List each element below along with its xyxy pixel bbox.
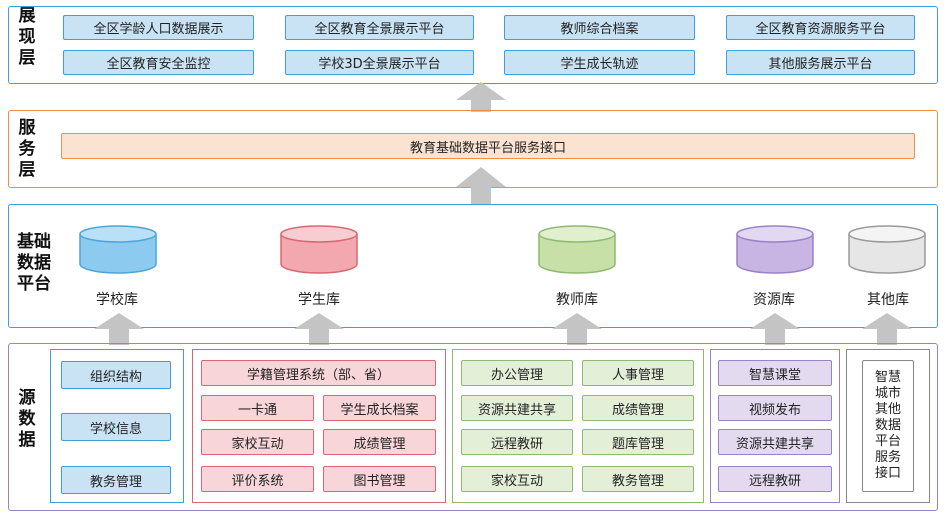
presentation-item[interactable]: 学生成长轨迹 — [504, 50, 695, 75]
student-database-icon — [280, 225, 358, 274]
up-arrow-icon — [456, 167, 506, 205]
presentation-item[interactable]: 全区教育资源服务平台 — [726, 15, 915, 40]
teacher-source-item[interactable]: 远程教研 — [461, 429, 573, 455]
teacher-database-icon — [538, 225, 616, 274]
teacher-source-item[interactable]: 办公管理 — [461, 360, 573, 386]
up-arrow-icon — [294, 313, 344, 345]
resource-database-icon — [736, 225, 814, 274]
student-source-item[interactable]: 评价系统 — [201, 466, 314, 492]
teacher-database-label: 教师库 — [556, 292, 598, 308]
presentation-item[interactable]: 全区教育安全监控 — [63, 50, 254, 75]
data-platform-layer — [8, 204, 938, 328]
presentation-item[interactable]: 其他服务展示平台 — [726, 50, 915, 75]
other-database-label: 其他库 — [867, 292, 909, 308]
teacher-source-item[interactable]: 成绩管理 — [582, 395, 694, 421]
school-source-group — [50, 349, 184, 503]
service-layer-label: 服务层 — [18, 118, 36, 180]
data-platform-label: 基础数据平台 — [17, 232, 51, 294]
student-source-item[interactable]: 学生成长档案 — [323, 395, 436, 421]
presentation-item[interactable]: 学校3D全景展示平台 — [285, 50, 474, 75]
teacher-source-item[interactable]: 题库管理 — [582, 429, 694, 455]
student-source-item[interactable]: 成绩管理 — [323, 429, 436, 455]
student-database-label: 学生库 — [298, 292, 340, 308]
school-database-icon — [79, 225, 157, 274]
presentation-layer — [8, 6, 938, 84]
presentation-layer-label: 展现层 — [18, 6, 36, 68]
up-arrow-icon — [750, 313, 800, 345]
teacher-source-item[interactable]: 教务管理 — [582, 466, 694, 492]
student-source-group — [192, 349, 446, 503]
up-arrow-icon — [552, 313, 602, 345]
up-arrow-icon — [862, 313, 912, 345]
source-data-label: 源数据 — [18, 388, 36, 450]
resource-database-label: 资源库 — [753, 292, 795, 308]
up-arrow-icon — [94, 313, 144, 345]
other-database-icon — [848, 225, 926, 274]
source-data-layer — [8, 343, 938, 511]
presentation-item[interactable]: 全区学龄人口数据展示 — [63, 15, 254, 40]
resource-source-group — [710, 349, 840, 503]
student-source-item[interactable]: 家校互动 — [201, 429, 314, 455]
resource-source-item[interactable]: 视频发布 — [718, 395, 832, 421]
up-arrow-icon — [456, 82, 506, 112]
resource-source-item[interactable]: 远程教研 — [718, 466, 832, 492]
teacher-source-item[interactable]: 人事管理 — [582, 360, 694, 386]
presentation-item[interactable]: 全区教育全景展示平台 — [285, 15, 474, 40]
school-source-item[interactable]: 组织结构 — [61, 361, 171, 389]
resource-source-item[interactable]: 资源共建共享 — [718, 429, 832, 455]
school-database-label: 学校库 — [96, 292, 138, 308]
service-interface[interactable]: 教育基础数据平台服务接口 — [61, 133, 915, 159]
teacher-source-item[interactable]: 家校互动 — [461, 466, 573, 492]
resource-source-item[interactable]: 智慧课堂 — [718, 360, 832, 386]
other-source-group — [846, 349, 930, 503]
school-source-item[interactable]: 教务管理 — [61, 466, 171, 494]
teacher-source-group — [452, 349, 704, 503]
teacher-source-item[interactable]: 资源共建共享 — [461, 395, 573, 421]
presentation-item[interactable]: 教师综合档案 — [504, 15, 695, 40]
student-source-item[interactable]: 学籍管理系统（部、省） — [201, 360, 436, 386]
student-source-item[interactable]: 图书管理 — [323, 466, 436, 492]
student-source-item[interactable]: 一卡通 — [201, 395, 314, 421]
other-source-item[interactable]: 智慧城市其他数据平台服务接口 — [862, 360, 914, 492]
school-source-item[interactable]: 学校信息 — [61, 413, 171, 441]
